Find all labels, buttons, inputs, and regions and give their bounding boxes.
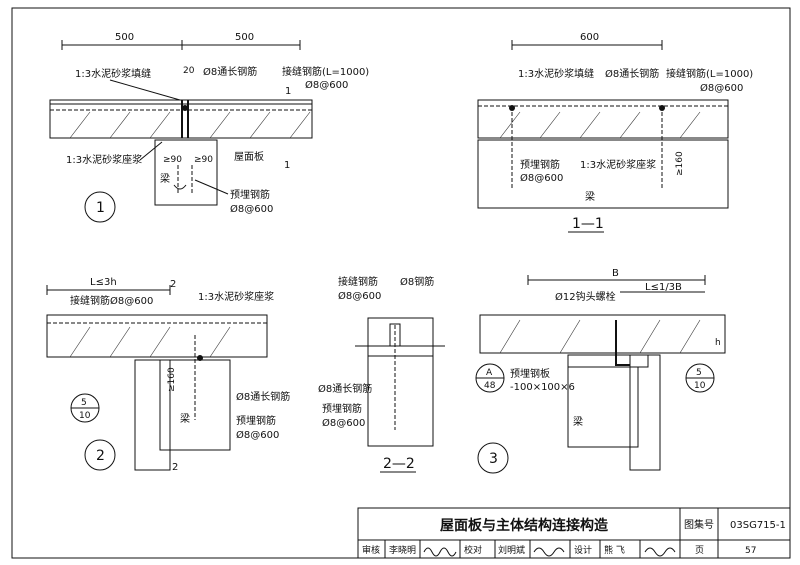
d2-joint: 接缝钢筋Ø8@600 xyxy=(70,294,153,307)
d3-bolt: Ø12钩头螺栓 xyxy=(555,290,616,303)
d2-embedded-spacing: Ø8@600 xyxy=(236,429,279,441)
r-embedded: 预埋钢筋 xyxy=(520,158,560,171)
r-joint-bar: 接缝钢筋(L=1000) xyxy=(666,67,753,80)
svg-text:2: 2 xyxy=(96,448,105,464)
mortar-seat-label: 1:3水泥砂浆座浆 xyxy=(66,153,142,166)
section-2-2-title: 2—2 xyxy=(383,456,415,472)
joint-bar-spacing: Ø8@600 xyxy=(305,79,348,91)
check-label: 校对 xyxy=(464,544,482,556)
r-mortar-seat: 1:3水泥砂浆座浆 xyxy=(580,158,656,171)
embedded-bar-label: 预埋钢筋 xyxy=(230,188,270,201)
d3-plate-size: -100×100×6 xyxy=(510,382,575,393)
detail-3: B L≤1/3B Ø12钩头螺栓 h A 48 预埋钢板 -100×100×6 … xyxy=(475,268,726,474)
joint-bar-label: 接缝钢筋(L=1000) xyxy=(282,65,369,78)
svg-text:1: 1 xyxy=(284,160,290,171)
detail-2: L≤3h 2 接缝钢筋Ø8@600 1:3水泥砂浆座浆 ≥160 Ø8通长钢筋 … xyxy=(46,277,290,473)
thru-bar-label: Ø8通长钢筋 xyxy=(203,65,257,78)
detail-circle-1 xyxy=(84,191,116,223)
svg-text:5: 5 xyxy=(696,368,702,378)
d2-L: L≤3h xyxy=(90,277,117,288)
roof-slab-label: 屋面板 xyxy=(234,150,264,163)
review-label: 审核 xyxy=(362,544,380,556)
svg-text:1: 1 xyxy=(96,200,105,216)
dim-600: 600 xyxy=(580,32,599,43)
r-thru-bar: Ø8通长钢筋 xyxy=(605,67,659,80)
d2-mortar: 1:3水泥砂浆座浆 xyxy=(198,290,274,303)
dim-500-left: 500 xyxy=(115,32,134,43)
d2-ge160: ≥160 xyxy=(167,367,177,392)
r-joint-spacing: Ø8@600 xyxy=(700,82,743,94)
svg-text:A: A xyxy=(486,368,493,378)
svg-text:5: 5 xyxy=(81,398,87,408)
mortar-fill-label: 1:3水泥砂浆填缝 xyxy=(75,67,151,80)
page-number: 57 xyxy=(745,546,756,556)
ge90-right: ≥90 xyxy=(194,155,213,165)
svg-text:1: 1 xyxy=(285,86,291,97)
svg-text:10: 10 xyxy=(79,411,91,421)
s22-joint-spacing: Ø8@600 xyxy=(338,290,381,302)
signature-3 xyxy=(644,547,676,557)
drawing-title: 屋面板与主体结构连接构造 xyxy=(440,517,608,534)
detail-circle-2 xyxy=(84,439,116,471)
embedded-bar-spacing: Ø8@600 xyxy=(230,203,273,215)
designer-name: 熊 飞 xyxy=(604,544,625,556)
r-mortar-fill: 1:3水泥砂浆填缝 xyxy=(518,67,594,80)
section-2-2: 接缝钢筋 Ø8@600 Ø8钢筋 Ø8通长钢筋 预埋钢筋 Ø8@600 2—2 xyxy=(318,275,445,473)
s22-thru: Ø8通长钢筋 xyxy=(318,382,372,395)
dim-500-right: 500 xyxy=(235,32,254,43)
svg-text:2: 2 xyxy=(172,462,178,473)
d3-L: L≤1/3B xyxy=(645,282,682,293)
s22-joint: 接缝钢筋 xyxy=(338,275,378,288)
section-1-1-title: 1—1 xyxy=(572,216,604,232)
s22-bar: Ø8钢筋 xyxy=(400,275,434,288)
reviewer-name: 李晓明 xyxy=(389,544,416,556)
d2-beam: 梁 xyxy=(180,412,190,425)
d3-B: B xyxy=(612,268,619,279)
r-ge160: ≥160 xyxy=(675,151,685,176)
signature-1 xyxy=(423,547,457,557)
d2-thru: Ø8通长钢筋 xyxy=(236,390,290,403)
dim-20: 20 xyxy=(183,66,195,76)
detail-circle-3 xyxy=(477,442,509,474)
ge90-left: ≥90 xyxy=(163,155,182,165)
svg-text:48: 48 xyxy=(484,381,496,391)
d3-beam: 梁 xyxy=(573,415,583,428)
section-1-1: 600 1:3水泥砂浆填缝 Ø8通长钢筋 接缝钢筋(L=1000) Ø8@600… xyxy=(477,32,753,233)
title-block: 屋面板与主体结构连接构造 图集号 03SG715-1 审核 李晓明 校对 刘明斌… xyxy=(357,507,791,559)
beam-label-1: 梁 xyxy=(160,172,170,185)
d2-mark-top: 2 xyxy=(170,279,176,290)
page-label: 页 xyxy=(695,545,704,556)
svg-text:3: 3 xyxy=(489,451,498,467)
atlas-number: 03SG715-1 xyxy=(730,520,786,531)
atlas-label: 图集号 xyxy=(684,518,714,531)
r-beam: 梁 xyxy=(585,190,595,203)
svg-text:10: 10 xyxy=(694,381,706,391)
d3-plate: 预埋钢板 xyxy=(510,367,550,380)
design-label: 设计 xyxy=(574,544,592,556)
signature-2 xyxy=(533,547,565,557)
d3-h: h xyxy=(715,338,721,348)
d2-embedded: 预埋钢筋 xyxy=(236,414,276,427)
s22-embedded: 预埋钢筋 xyxy=(322,402,362,415)
detail-1: 500 500 20 梁 1:3水泥砂浆填缝 Ø8通长钢筋 接缝钢筋(L=100… xyxy=(49,32,369,223)
checker-name: 刘明斌 xyxy=(498,544,525,556)
r-embedded-spacing: Ø8@600 xyxy=(520,172,563,184)
s22-embedded-spacing: Ø8@600 xyxy=(322,417,365,429)
